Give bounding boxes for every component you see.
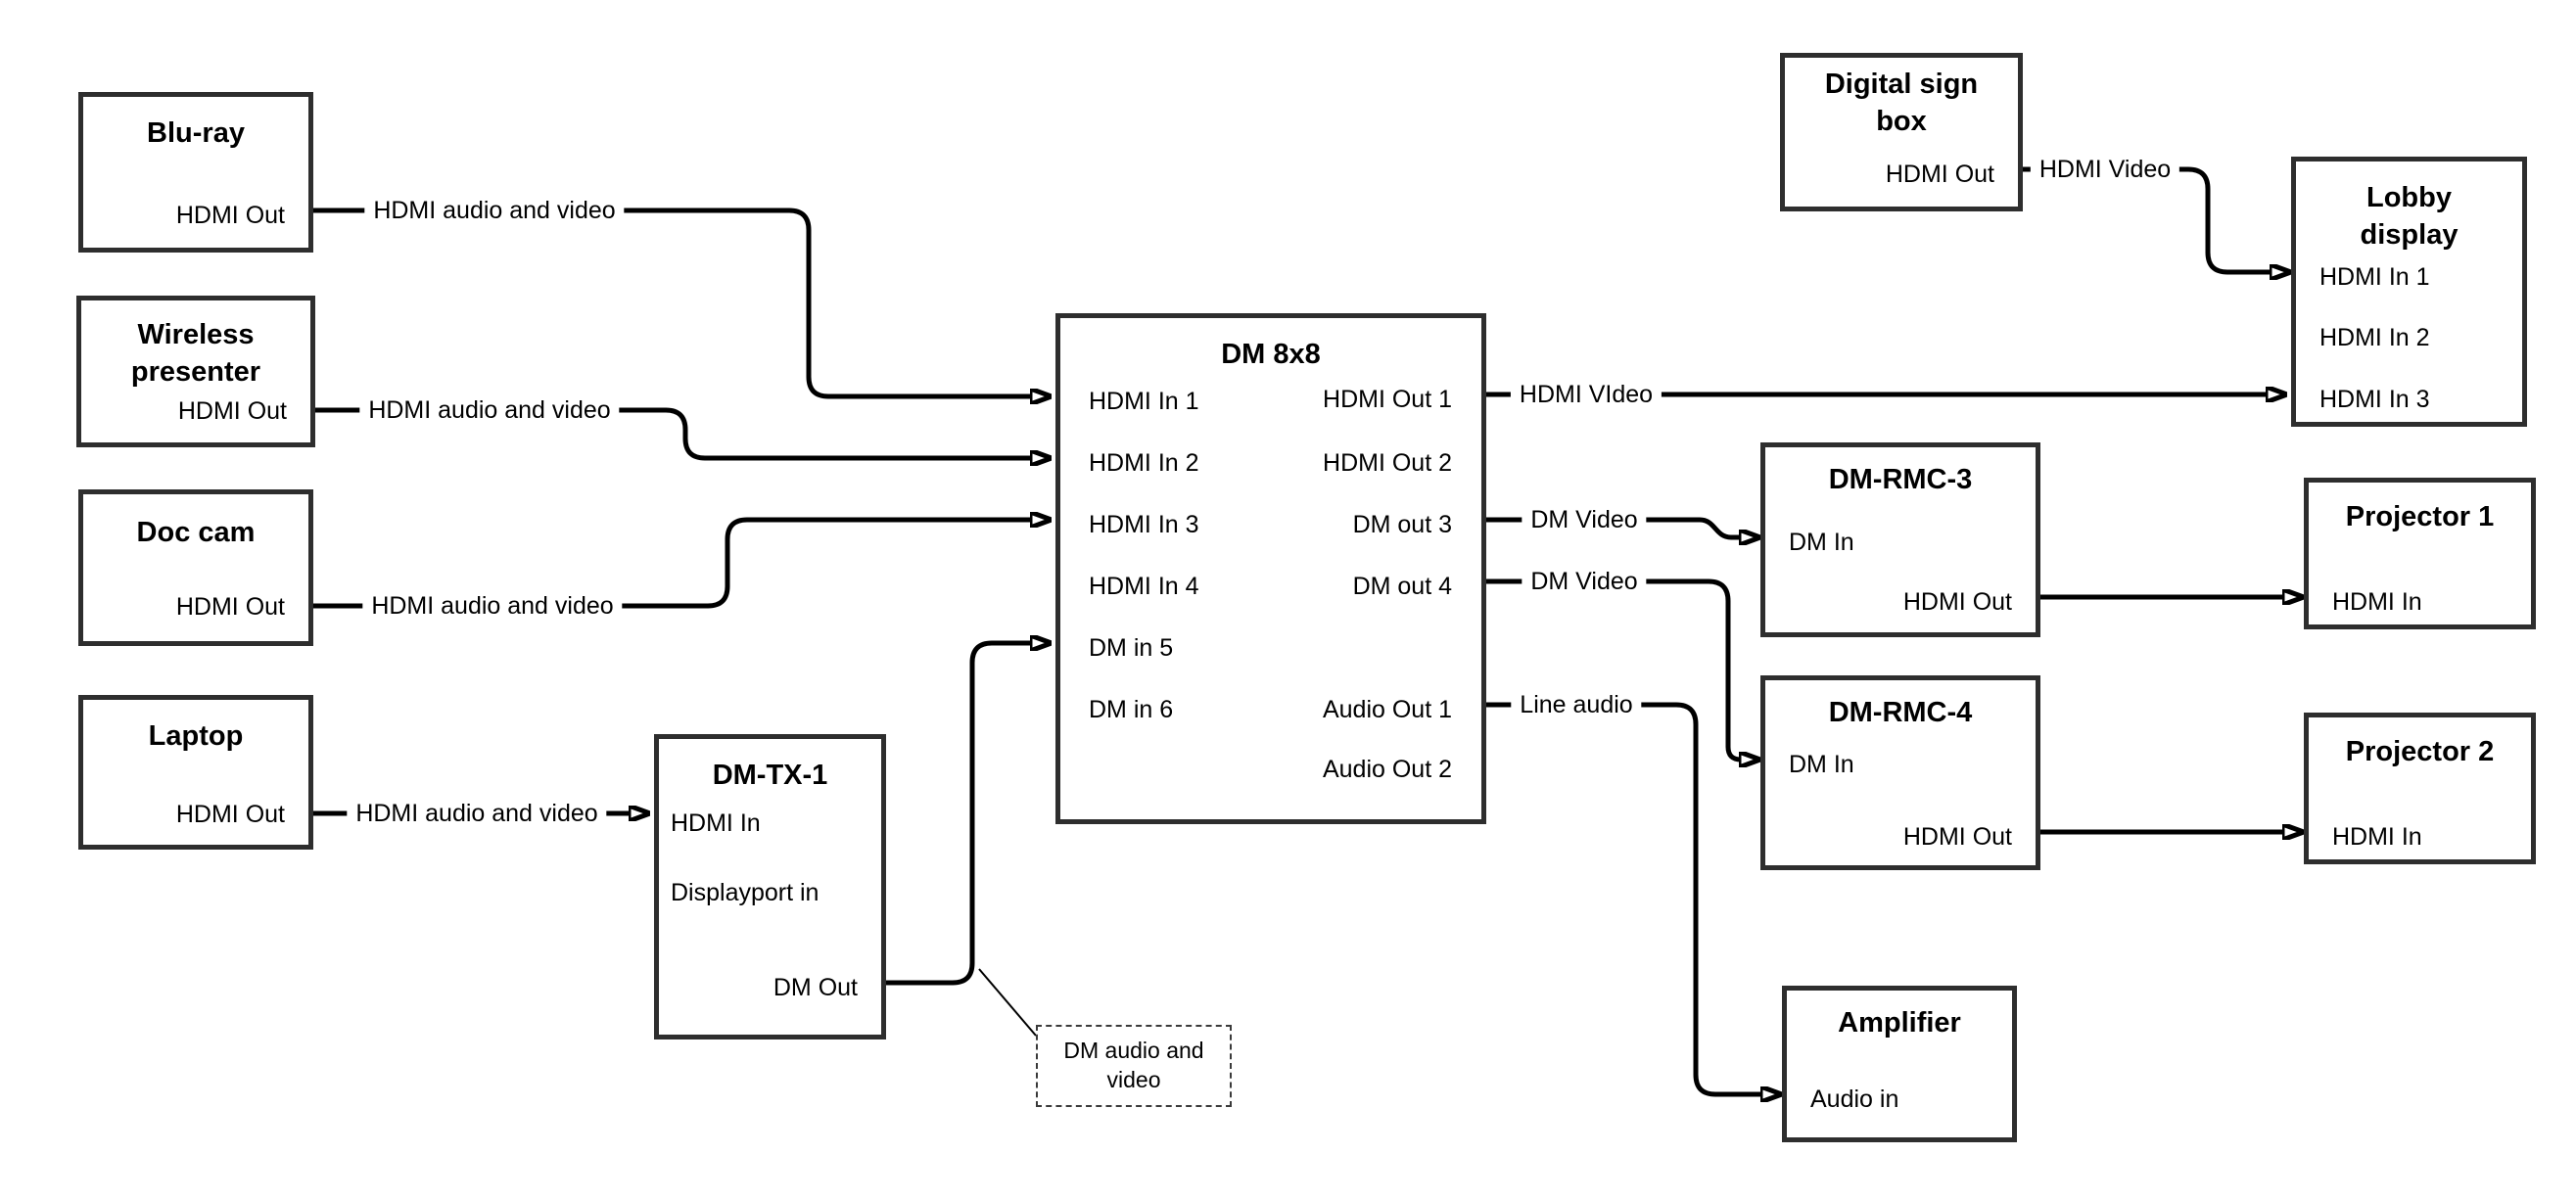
dm-rmc-3-port-dm-in: DM In [1789,529,1854,556]
dm-rmc-4-port-hdmi-out: HDMI Out [1902,823,2012,851]
dm-8x8-port-audio-out-2: Audio Out 2 [1322,756,1452,783]
projector-1-port-hdmi-in: HDMI In [2332,588,2422,616]
bluray-port-hdmi-out: HDMI Out [175,202,285,229]
wire-label-dm-video-4: DM Video [1522,567,1647,596]
dm-rmc-4-title: DM-RMC-4 [1828,697,1973,728]
lobby-display-title: Lobby display [2360,182,2459,251]
digital-sign-box-title: Digital sign box [1824,69,1979,137]
doc-cam-title: Doc cam [136,517,256,548]
wire-label-hdmi-video-main: HDMI VIdeo [1510,380,1663,409]
wire-dmtx1-dm-out-to-dm8x8-dm-in-5 [886,643,1032,986]
dm-rmc-3-port-hdmi-out: HDMI Out [1902,588,2012,616]
amplifier-title: Amplifier [1838,1007,1961,1039]
bluray-box: Blu-ray HDMI Out [78,92,313,253]
doc-cam-box: Doc cam HDMI Out [78,489,313,646]
wire-label-signbox-hdmi-video: HDMI Video [2030,155,2180,184]
dm-rmc-3-title: DM-RMC-3 [1828,464,1973,495]
dm-8x8-port-dm-out-3: DM out 3 [1352,511,1452,538]
laptop-port-hdmi-out: HDMI Out [175,801,285,828]
wire-signbox-to-lobby-hdmi-in-1 [2023,166,2272,272]
wireless-presenter-title: Wireless presenter [130,319,261,388]
wire-wireless-to-dm8x8-hdmi-in-2 [313,407,1032,458]
dm-8x8-title: DM 8x8 [1221,339,1321,370]
wire-dm8x8-dm-out-4-to-rmc4-dm-in [1486,578,1741,760]
wire-bluray-to-dm8x8-hdmi-in-1 [313,208,1032,396]
projector-2-title: Projector 2 [2345,736,2495,767]
wire-dm8x8-dm-out-3-to-rmc3-dm-in [1486,517,1741,537]
wireless-presenter-port-hdmi-out: HDMI Out [177,397,287,425]
lobby-display-port-hdmi-in-1: HDMI In 1 [2319,263,2430,291]
wire-label-bluray: HDMI audio and video [364,196,625,225]
dm-8x8-port-hdmi-in-4: HDMI In 4 [1089,573,1199,600]
dm-tx-1-box: DM-TX-1 HDMI In Displayport in DM Out [654,734,886,1039]
digital-sign-box-port-hdmi-out: HDMI Out [1885,161,1994,188]
dm-tx-1-port-hdmi-in: HDMI In [671,809,761,837]
dm-8x8-box: DM 8x8 HDMI In 1 HDMI In 2 HDMI In 3 HDM… [1055,313,1486,824]
dm-8x8-port-dm-in-5: DM in 5 [1089,634,1174,662]
laptop-box: Laptop HDMI Out [78,695,313,850]
wireless-presenter-box: Wireless presenter HDMI Out [76,296,315,447]
dm-tx-1-port-dm-out: DM Out [773,974,858,1001]
wire-label-doccam: HDMI audio and video [362,591,623,621]
dm-8x8-port-hdmi-out-2: HDMI Out 2 [1323,449,1452,477]
dm-8x8-port-hdmi-out-1: HDMI Out 1 [1323,386,1452,413]
wire-label-wireless: HDMI audio and video [359,395,620,425]
digital-sign-box: Digital sign box HDMI Out [1780,53,2023,211]
projector-2-box: Projector 2 HDMI In [2304,713,2536,864]
wire-label-dm-video-3: DM Video [1522,505,1647,534]
lobby-display-port-hdmi-in-2: HDMI In 2 [2319,324,2430,351]
dm-8x8-port-audio-out-1: Audio Out 1 [1322,696,1452,723]
dm-8x8-port-hdmi-in-1: HDMI In 1 [1089,388,1199,415]
projector-1-box: Projector 1 HDMI In [2304,478,2536,629]
amplifier-port-audio-in: Audio in [1810,1086,1899,1113]
doc-cam-port-hdmi-out: HDMI Out [175,593,285,621]
projector-1-title: Projector 1 [2345,501,2495,532]
laptop-title: Laptop [148,720,244,752]
dm-8x8-port-hdmi-in-3: HDMI In 3 [1089,511,1199,538]
bluray-title: Blu-ray [147,117,245,149]
wire-label-laptop: HDMI audio and video [347,799,607,828]
dm-8x8-port-hdmi-in-2: HDMI In 2 [1089,449,1199,477]
wire-doccam-to-dm8x8-hdmi-in-3 [313,520,1032,609]
amplifier-box: Amplifier Audio in [1782,986,2017,1142]
lobby-display-box: Lobby display HDMI In 1 HDMI In 2 HDMI I… [2291,157,2527,427]
dm-8x8-port-dm-out-4: DM out 4 [1352,573,1452,600]
dm-rmc-3-box: DM-RMC-3 DM In HDMI Out [1760,442,2040,637]
dm-8x8-port-dm-in-6: DM in 6 [1089,696,1174,723]
dm-rmc-4-port-dm-in: DM In [1789,751,1854,778]
lobby-display-port-hdmi-in-3: HDMI In 3 [2319,386,2430,413]
dm-rmc-4-box: DM-RMC-4 DM In HDMI Out [1760,675,2040,870]
wire-dm8x8-audio-out-1-to-amp-audio-in [1486,702,1762,1094]
dm-tx-1-title: DM-TX-1 [712,760,828,791]
note-leader-line [978,968,1037,1037]
wire-label-line-audio: Line audio [1511,690,1642,719]
dm-audio-video-note: DM audio and video [1036,1025,1232,1107]
projector-2-port-hdmi-in: HDMI In [2332,823,2422,851]
dm-tx-1-port-displayport-in: Displayport in [671,879,820,906]
